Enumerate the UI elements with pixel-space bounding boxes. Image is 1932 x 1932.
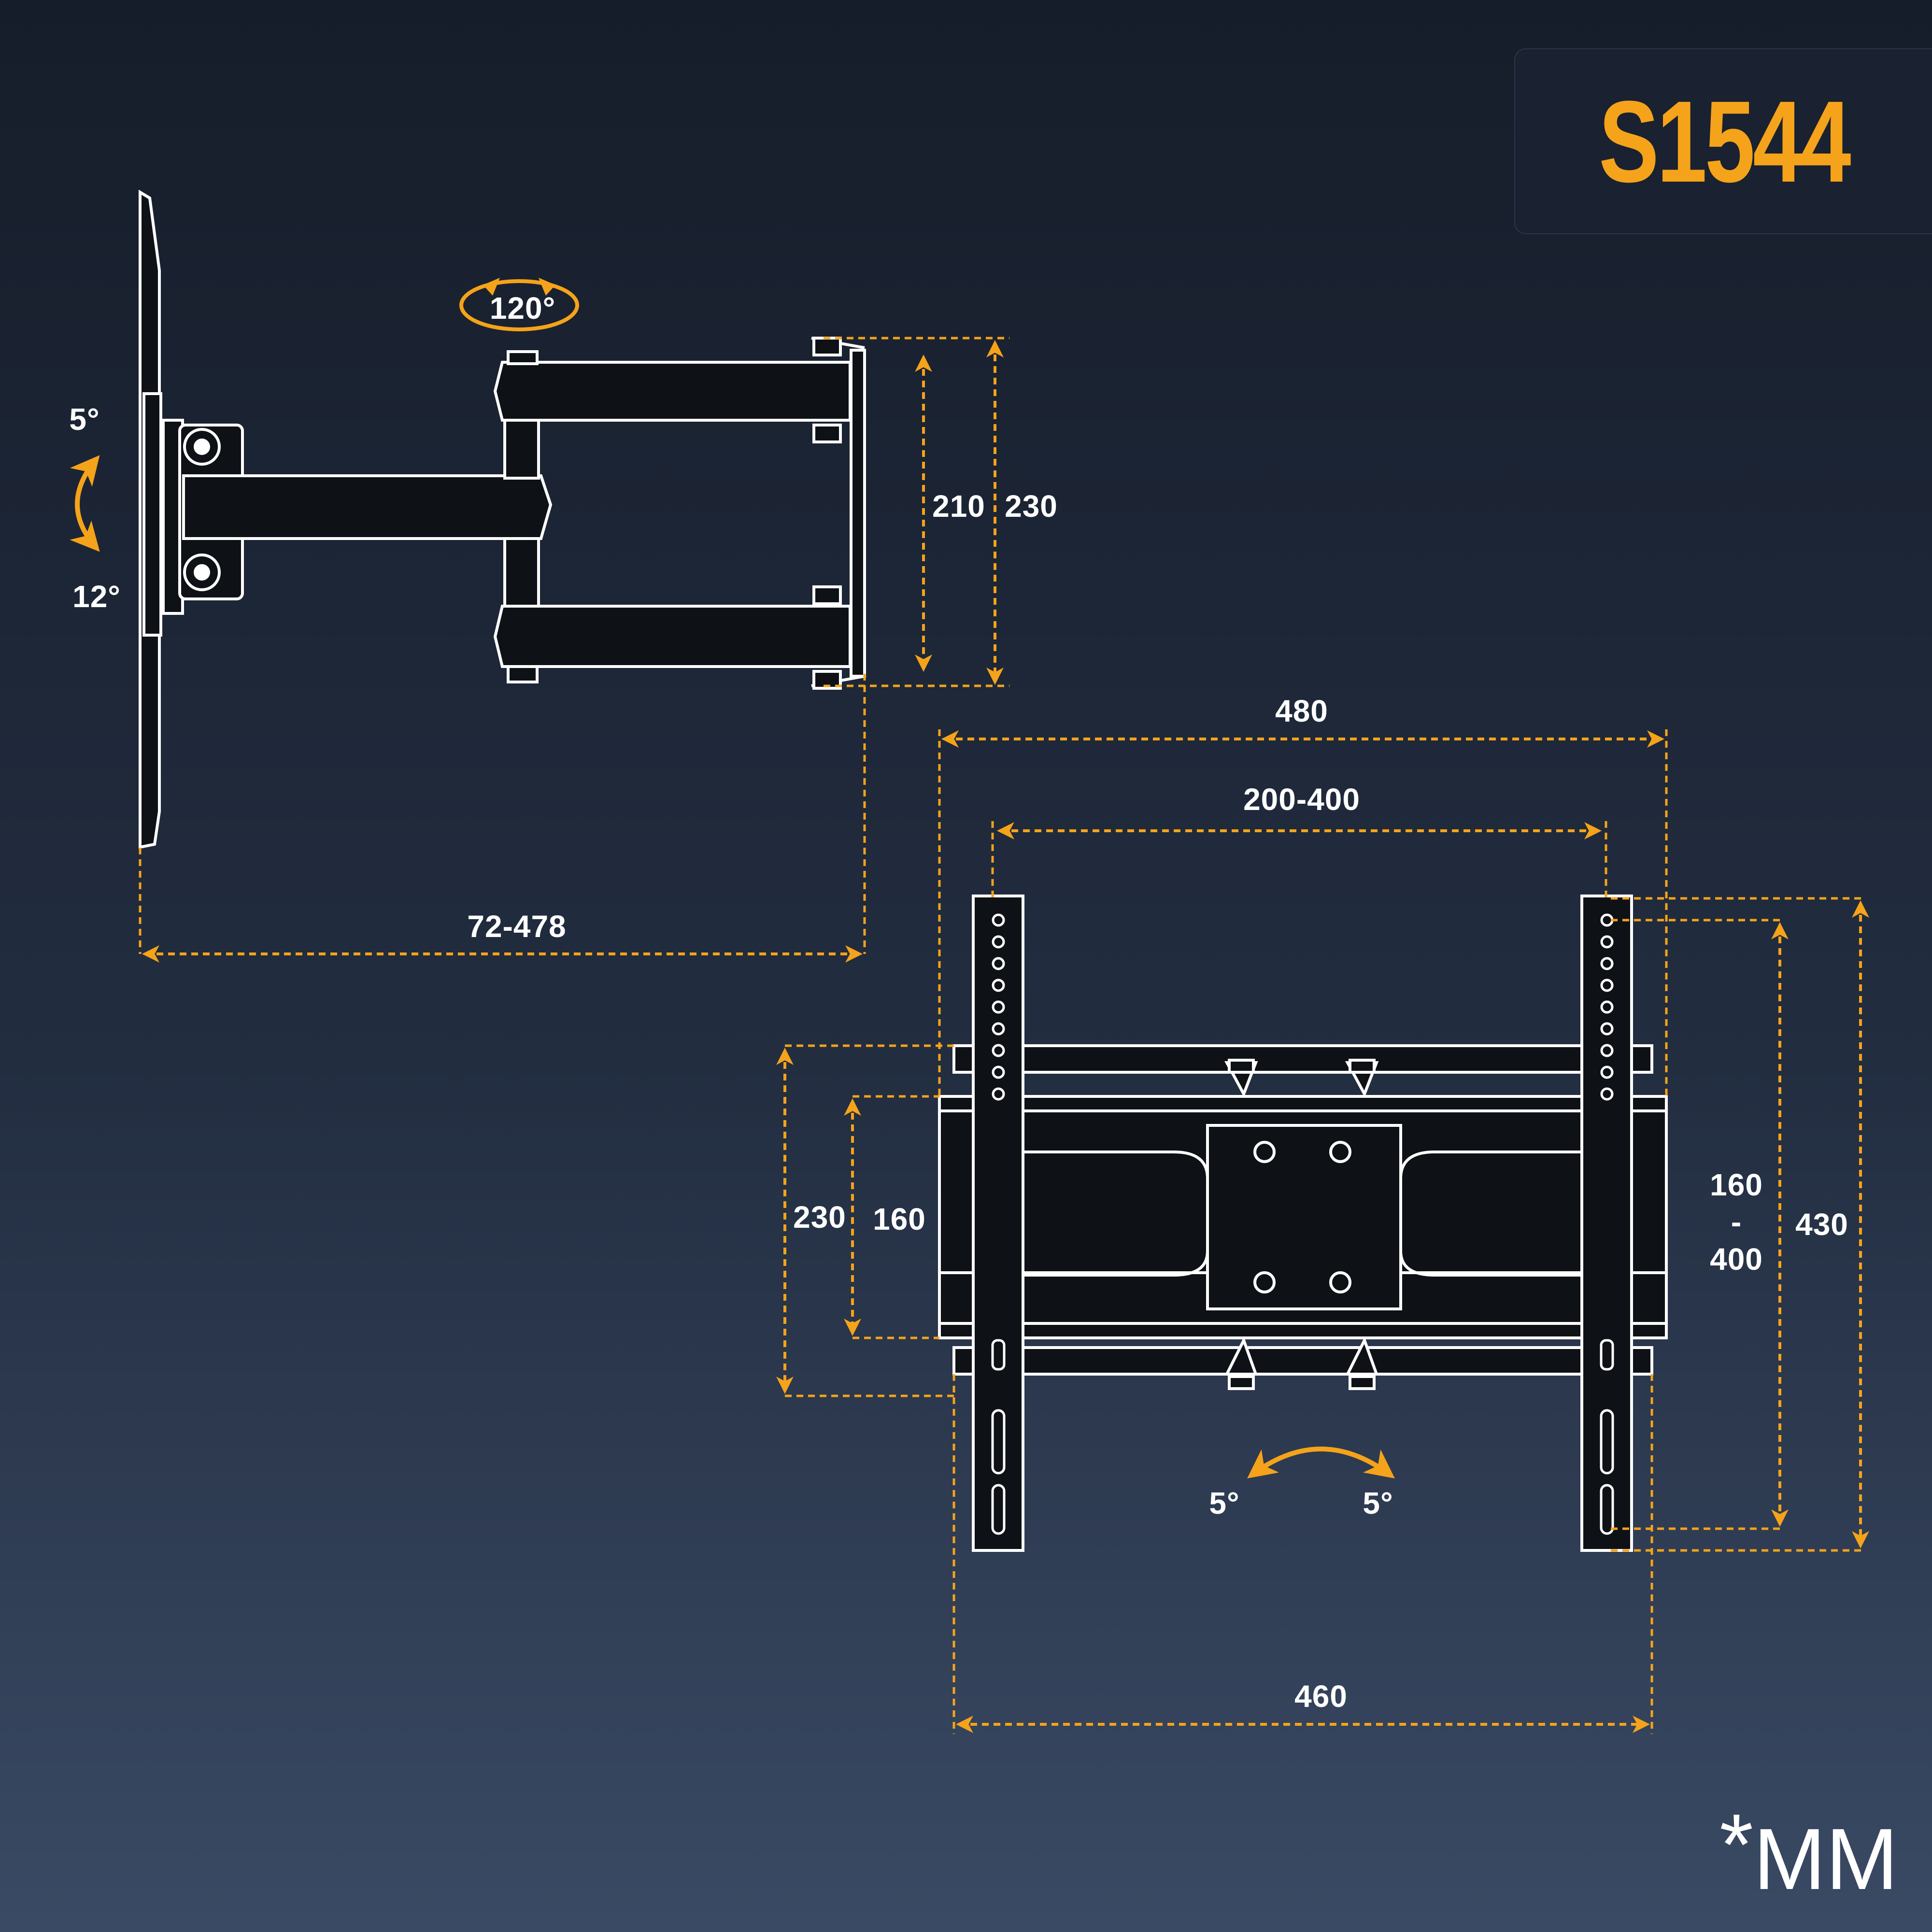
bracket-holes: [991, 913, 1614, 1535]
front-view: [938, 895, 1668, 1552]
front-view-dimensions: [776, 729, 1869, 1734]
unit-label: MM: [1753, 1811, 1898, 1908]
extension-label: 72-478: [467, 909, 567, 944]
center-hole-3: [1253, 1271, 1276, 1293]
swivel-label: 120°: [489, 291, 556, 326]
vesa-height-label: 160 - 400: [1710, 1166, 1763, 1278]
swivel-arrow: [459, 279, 579, 331]
center-hole-4: [1329, 1271, 1351, 1293]
arm-long-lower: [493, 605, 852, 668]
arm-pin-upper: [503, 416, 540, 480]
arm-pin-lower: [503, 537, 540, 608]
clamp-bottom-left: [1224, 1336, 1258, 1376]
vesa-height-top: 160: [1710, 1167, 1763, 1202]
unit-asterisk: *: [1719, 1796, 1754, 1893]
center-hole-2: [1329, 1141, 1351, 1163]
side-view-dimensions: [70, 278, 1009, 963]
arm-short: [182, 474, 553, 540]
level-right-label: 5°: [1363, 1486, 1393, 1520]
arm-long-upper: [493, 361, 852, 422]
wall-bolt-mid-lower: [812, 585, 842, 605]
vesa-height-dash: -: [1731, 1204, 1742, 1239]
level-rotation-arrow: [1247, 1447, 1395, 1479]
tilt-arrow-side: [70, 455, 100, 552]
wallplate-width-label: 460: [1294, 1679, 1348, 1714]
tilt-up-label: 5°: [69, 402, 100, 437]
wallplate-height-label: 230: [793, 1200, 846, 1235]
level-left-label: 5°: [1209, 1486, 1240, 1520]
unit-note: *MM: [1719, 1802, 1898, 1903]
wall-bolt-mid-upper: [812, 424, 842, 443]
tv-bracket-left: [972, 895, 1024, 1552]
tilt-down-label: 12°: [72, 579, 121, 614]
wallplate-inner-label: 160: [873, 1202, 926, 1236]
side-height-outer-label: 230: [1005, 489, 1058, 524]
height-outer-front-label: 430: [1795, 1207, 1848, 1242]
wall-bolt-top: [812, 337, 842, 356]
center-plate: [1206, 1124, 1402, 1310]
vesa-height-bottom: 400: [1710, 1241, 1763, 1277]
tv-bracket-right: [1580, 895, 1633, 1552]
model-badge: S1544: [1514, 48, 1932, 234]
rail-bottom-back: [952, 1346, 1653, 1376]
tv-bracket-plate: [142, 392, 162, 637]
width-outer-label: 480: [1275, 694, 1328, 728]
center-hole-1: [1253, 1141, 1276, 1163]
side-view: [139, 189, 866, 849]
side-height-inner-label: 210: [932, 489, 985, 524]
vesa-width-label: 200-400: [1243, 782, 1360, 817]
wall-plate-side: [850, 349, 866, 678]
clamp-bottom-right: [1345, 1336, 1379, 1376]
model-number: S1544: [1598, 76, 1851, 206]
rail-top-back: [952, 1044, 1653, 1074]
